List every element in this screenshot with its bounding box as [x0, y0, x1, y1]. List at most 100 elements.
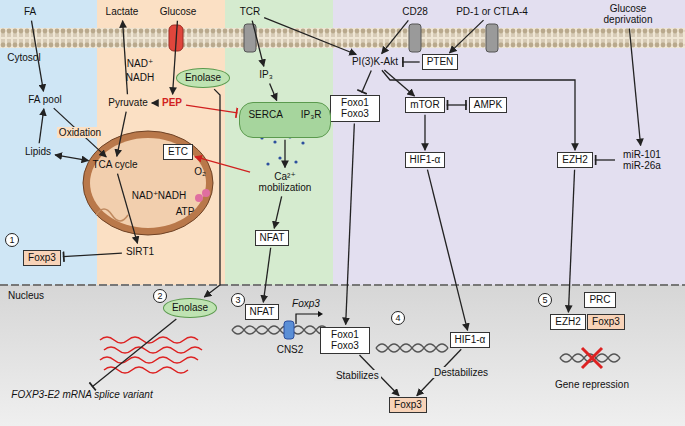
calcium-dots	[260, 135, 304, 165]
node-text: PRC	[589, 294, 610, 306]
connector	[595, 159, 615, 160]
connector	[447, 104, 467, 105]
node-text: PEP	[162, 97, 182, 109]
endoplasmic-reticulum: SERCAIP₃R	[239, 102, 330, 138]
node-text: FA	[24, 6, 36, 18]
annotation-text: NADH	[158, 190, 186, 202]
node-text: PI(3)K-Akt	[352, 56, 398, 68]
annotation-text: Cytosol	[7, 52, 40, 64]
nucleus	[0, 285, 685, 426]
connector	[263, 248, 270, 303]
node-label: Lipids	[23, 145, 53, 159]
node-text: AMPK	[474, 99, 502, 111]
pd1-receptor	[486, 24, 498, 52]
cd28-receptor	[409, 24, 421, 52]
node-label: Glucose	[158, 5, 199, 19]
protein-box: NFAT	[255, 230, 290, 246]
protein-box: mTOR	[405, 97, 444, 113]
node-text: SIRT1	[126, 246, 154, 258]
node-text: CD28	[402, 6, 428, 18]
node-text: Foxp3	[592, 316, 620, 328]
node-text: Foxp3	[28, 252, 56, 264]
node-label: Pyruvate	[106, 96, 149, 110]
callout-number: 1	[5, 233, 19, 247]
node-text: EZH2	[562, 154, 588, 166]
transcript-label: FOXP3-E2 mRNA splice variant	[9, 388, 154, 402]
protein-box: NFAT	[245, 304, 280, 320]
node-text: Foxp3	[394, 399, 422, 411]
node-label: FA pool	[26, 93, 63, 107]
membrane	[0, 28, 685, 48]
annotation-text: NAD⁺	[132, 190, 158, 202]
node-text: PD-1 or CTLA-4	[456, 6, 528, 18]
connector	[384, 70, 414, 96]
node-label: TCR	[238, 5, 263, 19]
node-text: mTOR	[410, 99, 439, 111]
gene-arrow	[296, 314, 318, 324]
edge-label: Destabilizes	[432, 367, 490, 379]
node-text: TCA cycle	[92, 159, 137, 171]
connector	[63, 253, 122, 257]
connector	[629, 28, 640, 145]
node-text: miR-101 miR-26a	[619, 149, 665, 172]
enzyme-ellipse: Enolase	[176, 68, 230, 88]
connector	[264, 18, 356, 55]
node-label: miR-101 miR-26a	[617, 148, 667, 173]
connector	[252, 21, 264, 67]
annotation-text: NAD⁺	[127, 58, 153, 70]
foxp3-box: Foxp3	[587, 314, 625, 330]
node-text: FA pool	[28, 94, 61, 106]
connector	[117, 174, 137, 244]
connector	[424, 115, 425, 151]
connector	[270, 84, 277, 101]
foxp3-box: Foxp3	[23, 250, 61, 266]
callout-number: 3	[231, 293, 245, 307]
connector	[449, 20, 483, 53]
connector	[568, 170, 574, 313]
node-text: EZH2	[555, 316, 581, 328]
atp-synthase	[202, 189, 210, 197]
protein-box: PTEN	[422, 54, 459, 70]
node-text: FOXP3-E2 mRNA splice variant	[11, 389, 152, 401]
metabolite-label: PEP	[160, 96, 184, 110]
connector	[402, 61, 420, 62]
mitochondrion-matrix	[90, 138, 206, 228]
protein-box: Foxo1 Foxo3	[320, 327, 370, 354]
node-text: TCR	[240, 6, 261, 18]
protein-box: HIF1-α	[450, 332, 491, 348]
connector	[54, 108, 107, 157]
cns2-element	[284, 321, 294, 339]
node-text: Foxo1 Foxo3	[335, 97, 375, 120]
protein-box: EZH2	[557, 152, 593, 168]
edge-label: Oxidation	[57, 127, 103, 139]
callout-number: 2	[153, 289, 167, 303]
node-text: NFAT	[250, 306, 275, 318]
annotation-text: Foxp3	[292, 298, 320, 310]
node-text: Ca²⁺ mobilization	[254, 171, 316, 194]
protein-box: Foxo1 Foxo3	[330, 95, 380, 122]
node-label: Ca²⁺ mobilization	[252, 170, 318, 195]
connector	[39, 109, 44, 144]
connector	[284, 140, 285, 168]
foxp3-box: Foxp3	[389, 397, 427, 413]
node-label: TCA cycle	[90, 158, 139, 172]
connector	[274, 196, 281, 228]
node-label: Glucose deprivation	[595, 2, 661, 27]
connector	[173, 21, 178, 95]
annotation-text: O₂	[194, 166, 206, 178]
node-label: SIRT1	[124, 245, 156, 259]
node-text: Lactate	[106, 6, 139, 18]
connector	[204, 89, 220, 297]
connector	[152, 102, 158, 103]
mitochondrion	[83, 131, 213, 235]
connector	[92, 319, 176, 387]
membrane-lipids	[0, 28, 685, 48]
connector	[117, 112, 126, 157]
connector	[55, 155, 88, 161]
annotation-text: Gene repression	[555, 379, 629, 391]
enzyme-ellipse: Enolase	[163, 298, 217, 318]
repression-cross	[582, 348, 602, 368]
